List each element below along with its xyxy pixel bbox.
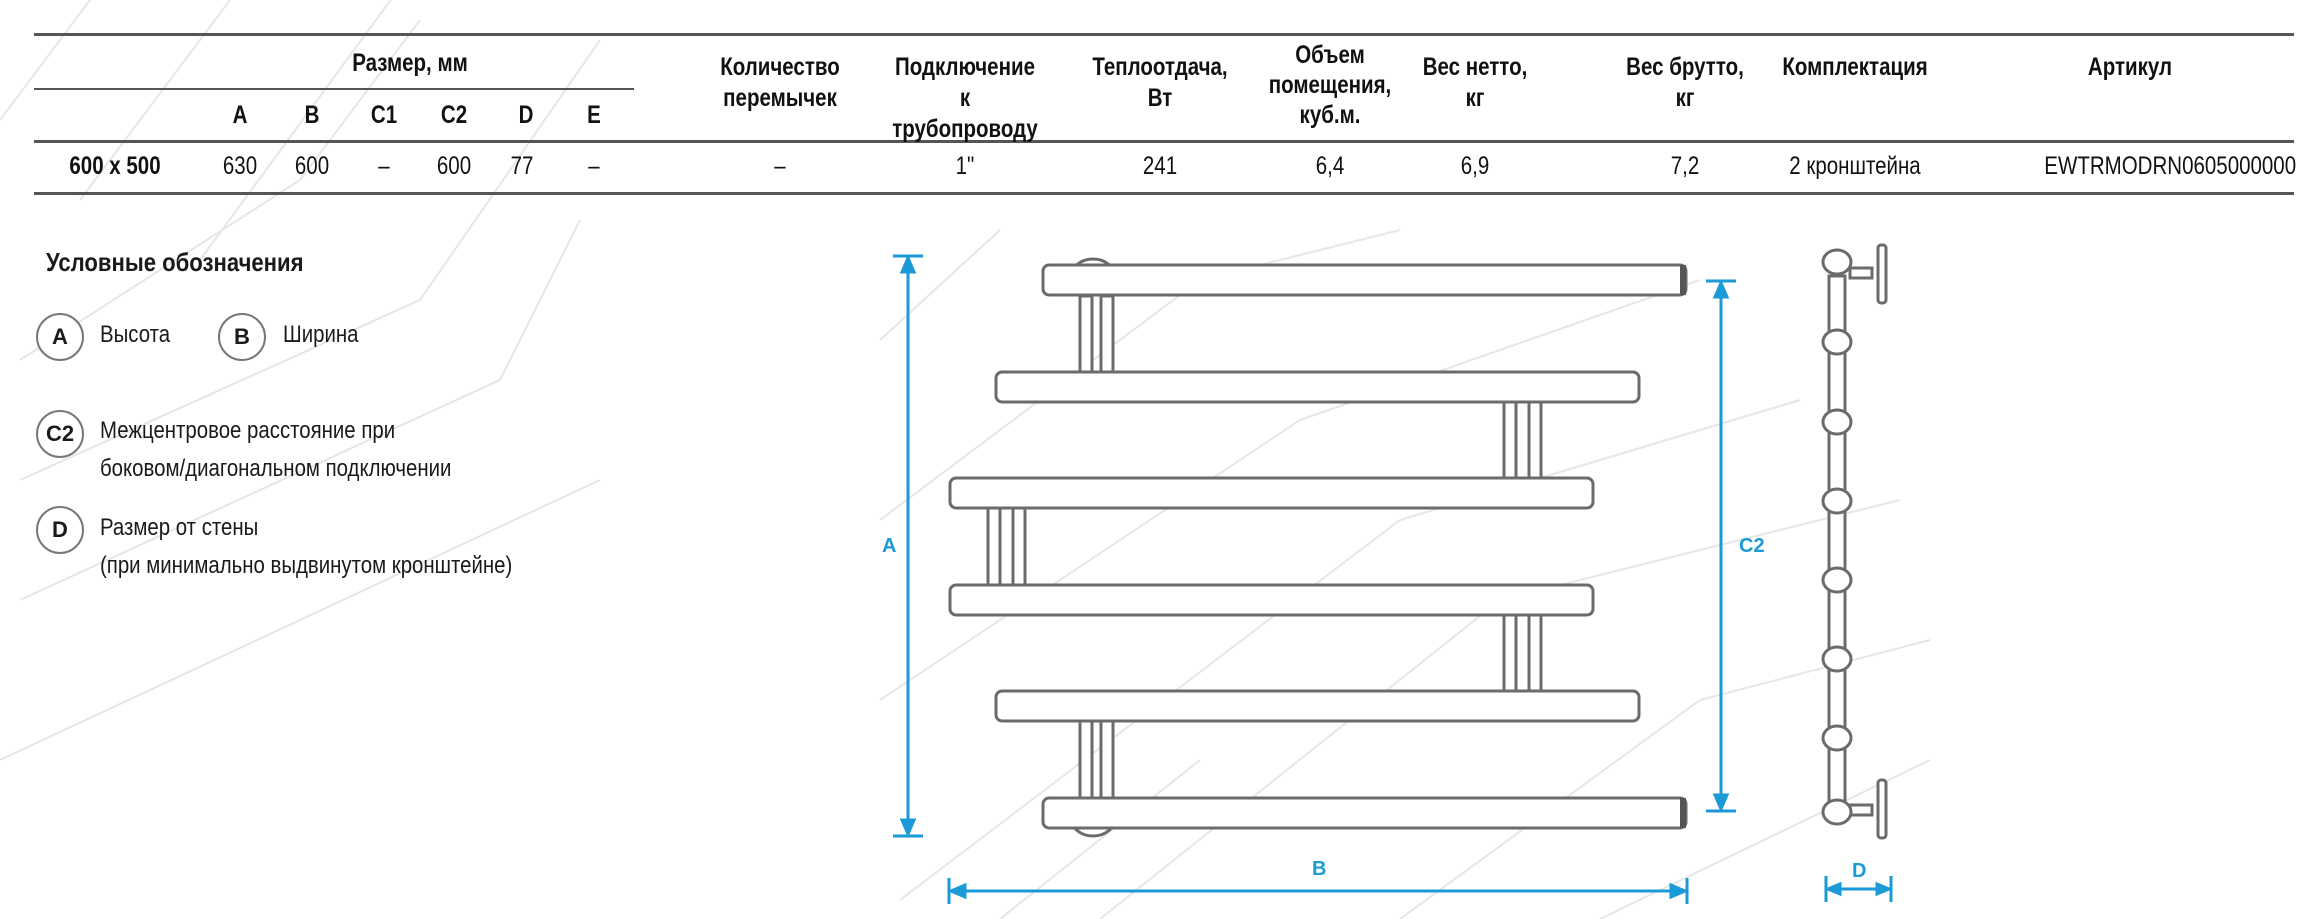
- cell-a: 630: [222, 152, 258, 180]
- radiator-side-view: [1821, 243, 1888, 840]
- cell-volume: 6,4: [1315, 152, 1345, 180]
- dimension-label-a: A: [882, 535, 897, 557]
- cell-jumpers: –: [774, 152, 786, 180]
- col-header-a: A: [232, 101, 248, 129]
- table-top-rule: [34, 33, 2294, 36]
- cell-heat: 241: [1142, 152, 1178, 180]
- header-bottom-rule: [34, 140, 2294, 143]
- table-bottom-rule: [34, 192, 2294, 195]
- cell-b: 600: [294, 152, 330, 180]
- badge-c2: C2: [36, 410, 84, 458]
- col-header-c1: C1: [370, 101, 398, 129]
- col-header-heat: Теплоотдача, Вт: [1092, 53, 1228, 112]
- col-header-c2: C2: [440, 101, 468, 129]
- legend-title: Условные обозначения: [46, 247, 304, 277]
- legend-text-height: Высота: [100, 321, 171, 348]
- cell-e: –: [588, 152, 600, 180]
- col-header-kit: Комплектация: [1782, 53, 1928, 81]
- badge-a: A: [36, 313, 84, 361]
- cell-c1: –: [378, 152, 390, 180]
- dimension-label-b: B: [1312, 858, 1327, 880]
- size-group-rule: [34, 88, 634, 90]
- legend-text-c2-line1: Межцентровое расстояние при: [100, 417, 396, 444]
- cell-c2: 600: [436, 152, 472, 180]
- col-header-b: B: [304, 101, 320, 129]
- col-header-net-weight: Вес нетто, кг: [1422, 53, 1528, 112]
- cell-d: 77: [510, 152, 534, 180]
- col-header-sku: Артикул: [2087, 53, 2173, 81]
- dimension-label-d: D: [1852, 860, 1867, 882]
- col-header-e: E: [587, 101, 601, 129]
- legend-text-c2-line2: боковом/диагональном подключении: [100, 455, 452, 482]
- dimension-label-c2: C2: [1739, 535, 1765, 557]
- legend-text-d-line1: Размер от стены: [100, 514, 259, 541]
- col-header-d: D: [518, 101, 534, 129]
- col-header-jumpers: Количество перемычек: [720, 53, 840, 112]
- cell-net-weight: 6,9: [1460, 152, 1490, 180]
- cell-connection: 1": [955, 152, 975, 180]
- badge-b: B: [218, 313, 266, 361]
- col-header-gross-weight: Вес брутто, кг: [1626, 53, 1744, 112]
- legend-text-d-line2: (при минимально выдвинутом кронштейне): [100, 552, 513, 579]
- size-group-header: Размер, мм: [352, 49, 468, 77]
- col-header-connection: Подключение к трубопроводу: [892, 53, 1038, 143]
- cell-gross-weight: 7,2: [1670, 152, 1700, 180]
- col-header-volume: Объем помещения, куб.м.: [1268, 41, 1392, 129]
- legend-text-width: Ширина: [283, 321, 359, 348]
- cell-kit: 2 кронштейна: [1789, 152, 1921, 180]
- badge-d: D: [36, 506, 84, 554]
- cell-sku: EWTRMODRN0605000000: [2044, 152, 2297, 180]
- cell-model: 600 x 500: [69, 152, 161, 180]
